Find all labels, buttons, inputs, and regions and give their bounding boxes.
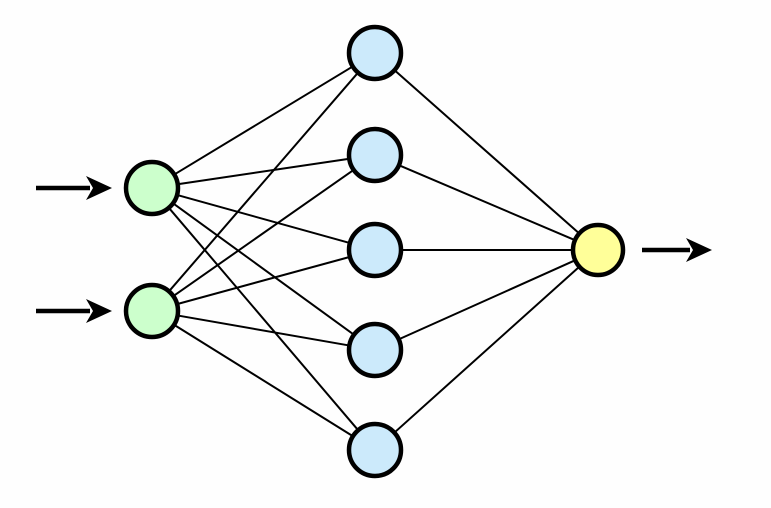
connection-edge [172,323,355,438]
neuron-node-input-1[interactable] [123,159,181,217]
neuron-node-hidden-1[interactable] [346,24,404,82]
connection-edge [397,163,577,242]
io-arrows-group [36,176,712,323]
connection-edge [175,314,352,347]
arrow-right-icon [86,176,112,200]
connection-edge [396,258,578,341]
connection-edge [392,265,582,435]
neuron-node-hidden-2[interactable] [346,126,404,184]
neuron-node-input-2[interactable] [123,282,181,340]
connection-edge [172,64,355,177]
arrow-right-icon [86,299,112,323]
neuron-node-output-1[interactable] [570,222,626,278]
connection-edge [392,68,582,236]
connection-edge [175,157,352,186]
connection-edge [171,168,356,298]
nodes-group [123,24,626,479]
connection-edge [171,201,356,337]
arrow-right-icon [686,238,712,262]
neuron-node-hidden-4[interactable] [346,321,404,379]
edges-group [167,64,582,438]
neuron-node-hidden-5[interactable] [346,421,404,479]
connection-edge [167,206,360,432]
connection-edge [175,255,352,306]
connection-edge [167,70,360,294]
neuron-node-hidden-3[interactable] [346,221,404,279]
connection-edge [175,193,352,245]
